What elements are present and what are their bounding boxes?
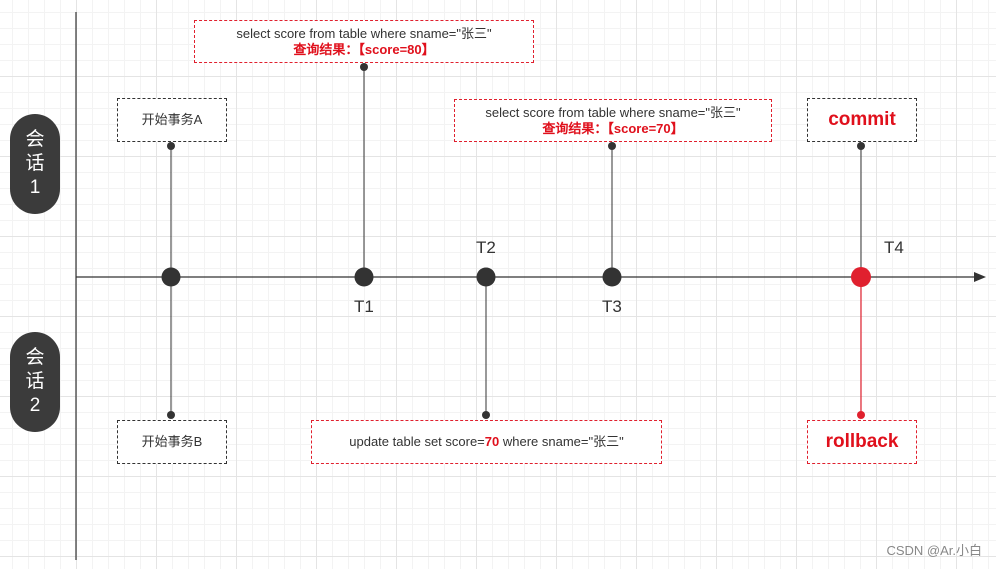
query1-box: select score from table where sname="张三"… [194, 20, 534, 63]
query1-sql: select score from table where sname="张三" [236, 25, 492, 41]
rollback-text: rollback [825, 431, 899, 452]
session-2-char-1: 会 [25, 347, 45, 368]
session-1-char-2: 话 [25, 153, 45, 174]
update-sql-prefix: update table set score= [349, 434, 485, 449]
begin-transaction-b-text: 开始事务B [141, 434, 203, 449]
query2-result: 查询结果：【score=70】 [542, 120, 684, 136]
connector-dot-begin-a [167, 142, 175, 150]
time-label-t2: T2 [476, 238, 496, 257]
connector-dot-rollback [857, 411, 865, 419]
update-value: 70 [484, 434, 500, 449]
query2-box: select score from table where sname="张三"… [454, 99, 772, 142]
watermark: CSDN @Ar.小白 [886, 543, 982, 558]
connector-dot-query2 [608, 142, 616, 150]
time-label-t4: T4 [884, 238, 904, 257]
session-1-number: 1 [29, 177, 41, 198]
time-label-t3: T3 [602, 297, 622, 316]
connector-dot-query1 [360, 63, 368, 71]
node-t3 [602, 267, 622, 287]
commit-box: commit [807, 98, 917, 142]
begin-transaction-a-text: 开始事务A [141, 112, 203, 127]
query1-result: 查询结果：【score=80】 [293, 41, 435, 57]
session-2-char-2: 话 [25, 371, 45, 392]
session-1-label: 会 话 1 [10, 114, 60, 214]
session-2-number: 2 [29, 395, 41, 416]
session-1-char-1: 会 [25, 129, 45, 150]
time-label-t1: T1 [354, 297, 374, 316]
begin-transaction-b-box: 开始事务B [117, 420, 227, 464]
query2-sql: select score from table where sname="张三" [485, 104, 741, 120]
connector-dot-commit [857, 142, 865, 150]
connector-dot-begin-b [167, 411, 175, 419]
node-t2 [476, 267, 496, 287]
commit-text: commit [828, 109, 896, 130]
time-axis-arrow [974, 272, 986, 282]
node-begin [161, 267, 181, 287]
session-2-label: 会 话 2 [10, 332, 60, 432]
connector-dot-update [482, 411, 490, 419]
node-t1 [354, 267, 374, 287]
node-t4 [851, 267, 871, 287]
update-sql-suffix: where sname="张三" [499, 434, 624, 449]
begin-transaction-a-box: 开始事务A [117, 98, 227, 142]
update-box: update table set score=70 where sname="张… [311, 420, 662, 464]
rollback-box: rollback [807, 420, 917, 464]
